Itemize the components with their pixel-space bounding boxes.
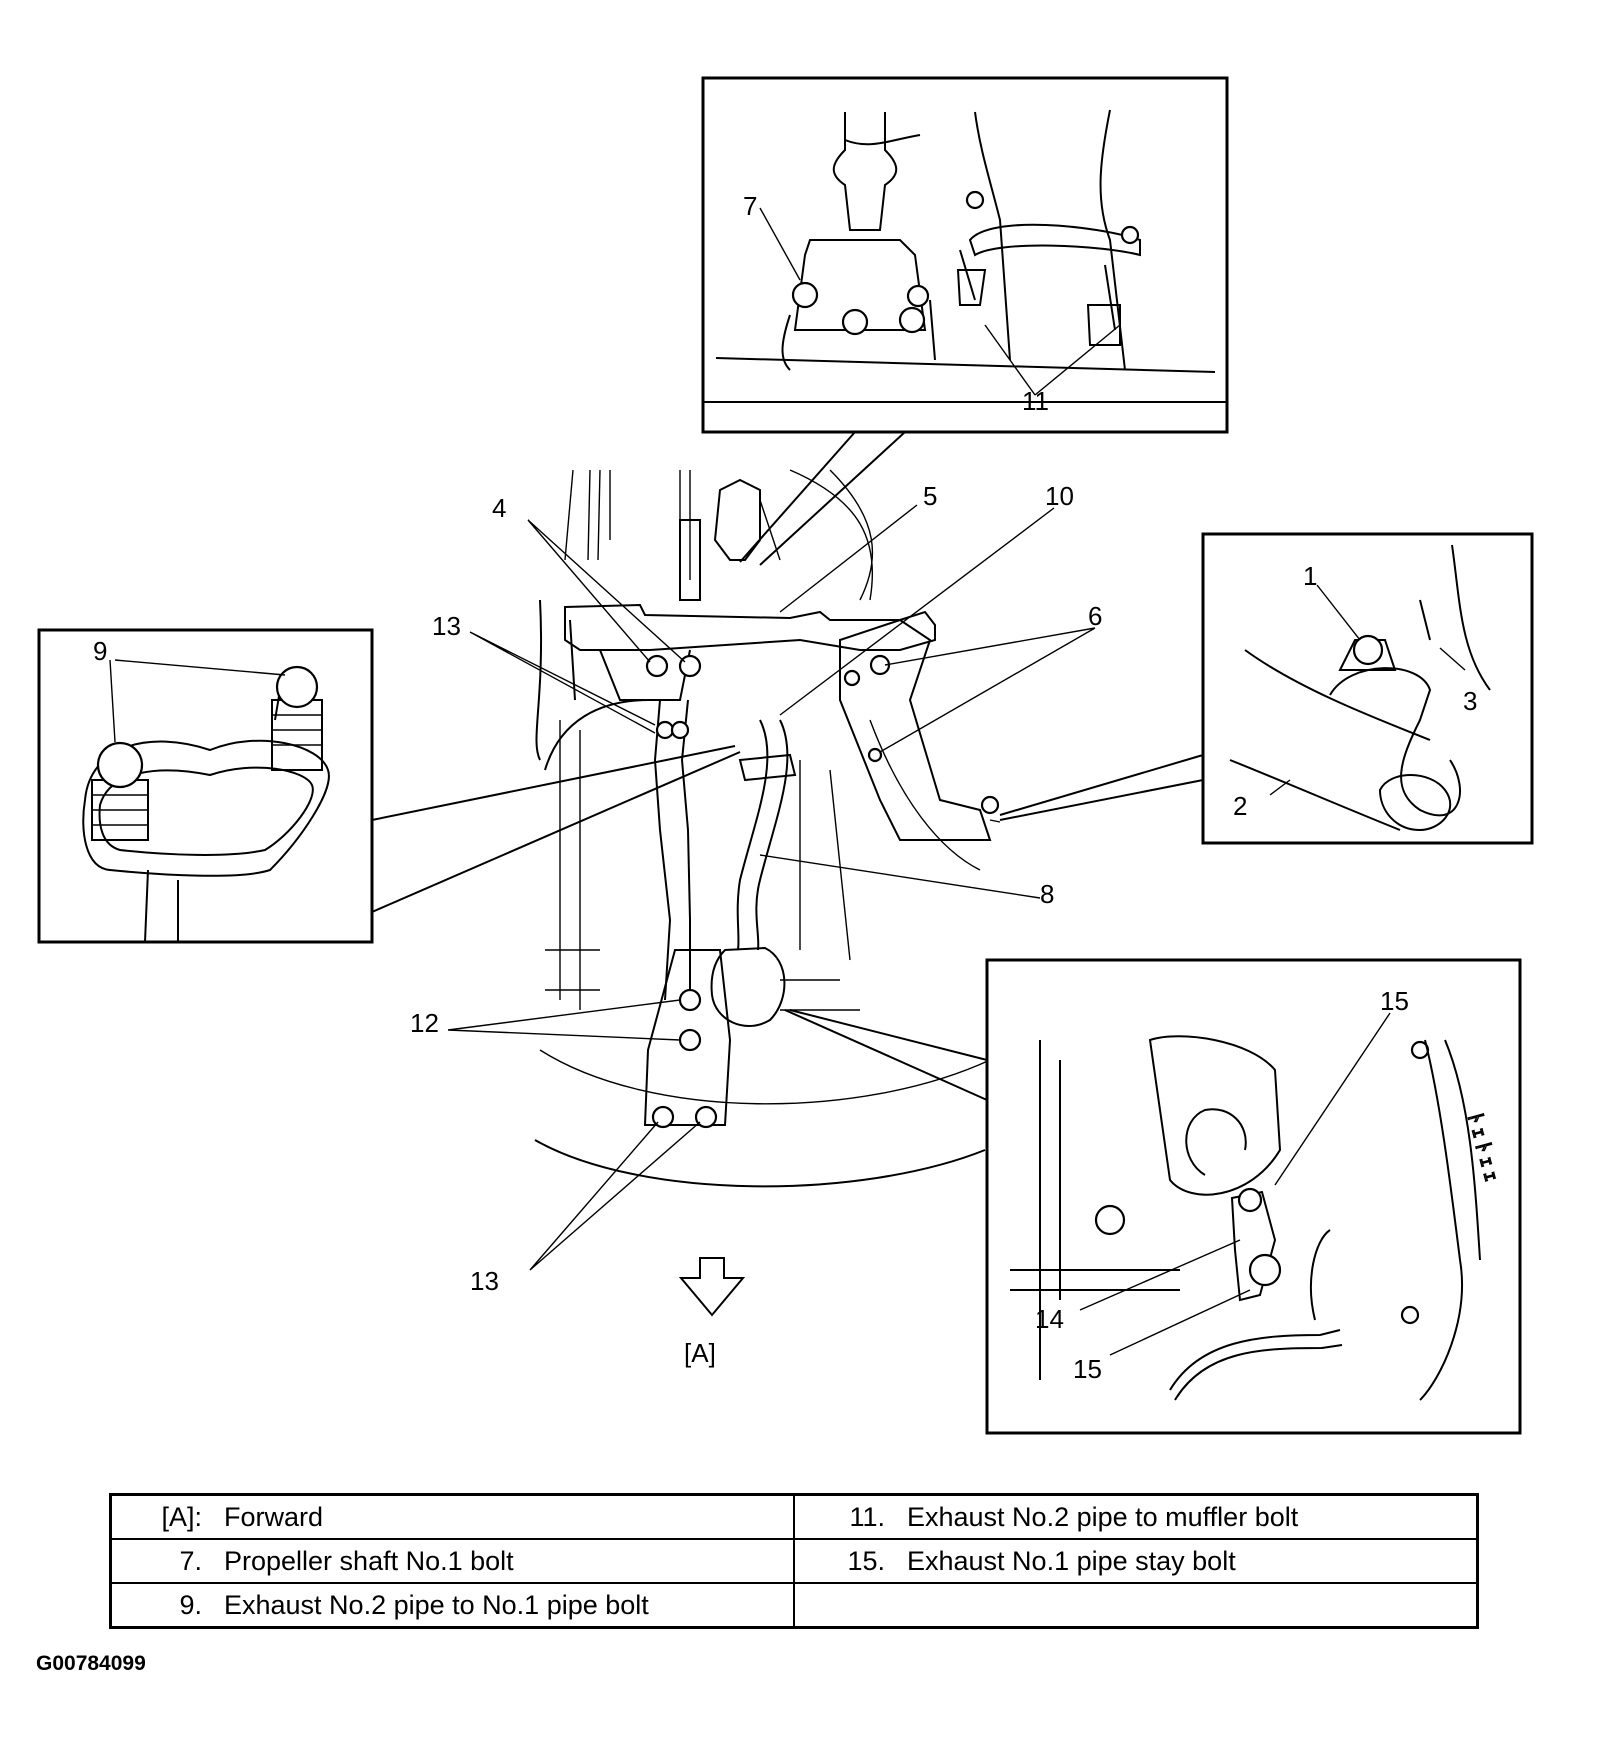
callout-3: 3 — [1463, 686, 1477, 716]
legend-text: Exhaust No.2 pipe to muffler bolt — [907, 1501, 1299, 1532]
callout-leaders — [109, 207, 1466, 1356]
legend-text: Forward — [224, 1501, 324, 1532]
legend-key: [A]: — [161, 1501, 202, 1532]
legend-row: [A]: Forward 11. Exhaust No.2 pipe to muff… — [109, 1493, 1479, 1540]
callout-13-top: 13 — [432, 611, 461, 641]
forward-arrow — [678, 1257, 746, 1317]
callout-labels: 7 11 9 1 3 2 4 5 10 6 13 8 12 13 [A] 15 … — [93, 191, 1477, 1384]
figure-id: G00784099 — [36, 1652, 146, 1675]
legend-cell-empty — [793, 1582, 1479, 1629]
legend-cell: 11. Exhaust No.2 pipe to muffler bolt — [793, 1493, 1479, 1540]
legend-key: 9. — [179, 1589, 202, 1620]
legend-cell: 15. Exhaust No.1 pipe stay bolt — [793, 1538, 1479, 1584]
legend-text: Exhaust No.2 pipe to No.1 pipe bolt — [224, 1589, 649, 1620]
inset-left-exhaust-joint — [37, 628, 374, 944]
inset-bottom-right-stay: ﾄ ｪ ﾄ ｪ ｪ — [985, 958, 1522, 1435]
callout-9: 9 — [93, 636, 107, 666]
legend-cell: 7. Propeller shaft No.1 bolt — [109, 1538, 795, 1584]
callout-15-top: 15 — [1380, 986, 1409, 1016]
callout-7: 7 — [743, 191, 757, 221]
callout-5: 5 — [923, 481, 937, 511]
main-underbody-view — [534, 469, 1001, 1188]
legend-table: [A]: Forward 11. Exhaust No.2 pipe to muff… — [109, 1493, 1479, 1629]
callout-1: 1 — [1303, 561, 1317, 591]
forward-label: [A] — [684, 1338, 716, 1368]
legend-key: 15. — [847, 1545, 885, 1576]
callout-8: 8 — [1040, 879, 1054, 909]
callout-12: 12 — [410, 1008, 439, 1038]
inset-right-control-arm — [1201, 532, 1534, 845]
callout-14: 14 — [1035, 1304, 1064, 1334]
inset-top-propeller-muffler — [701, 76, 1229, 434]
legend-row: 7. Propeller shaft No.1 bolt 15. Exhaust N… — [109, 1538, 1479, 1584]
callout-11: 11 — [1022, 386, 1049, 416]
legend-key: 7. — [179, 1545, 202, 1576]
callout-13-bottom: 13 — [470, 1266, 499, 1296]
exhaust-removal-diagram: ﾄ ｪ ﾄ ｪ ｪ 7 11 9 1 3 2 4 5 10 6 13 8 — [37, 76, 1534, 1435]
legend-text: Propeller shaft No.1 bolt — [224, 1545, 514, 1576]
legend-cell: 9. Exhaust No.2 pipe to No.1 pipe bolt — [109, 1582, 795, 1629]
legend-text: Exhaust No.1 pipe stay bolt — [907, 1545, 1236, 1576]
legend-row: 9. Exhaust No.2 pipe to No.1 pipe bolt — [109, 1582, 1479, 1629]
legend-cell: [A]: Forward — [109, 1493, 795, 1540]
callout-2: 2 — [1233, 791, 1247, 821]
callout-10: 10 — [1045, 481, 1074, 511]
callout-6: 6 — [1088, 601, 1102, 631]
callout-4: 4 — [492, 493, 506, 523]
callout-15-bottom: 15 — [1073, 1354, 1102, 1384]
legend-key: 11. — [849, 1501, 885, 1532]
